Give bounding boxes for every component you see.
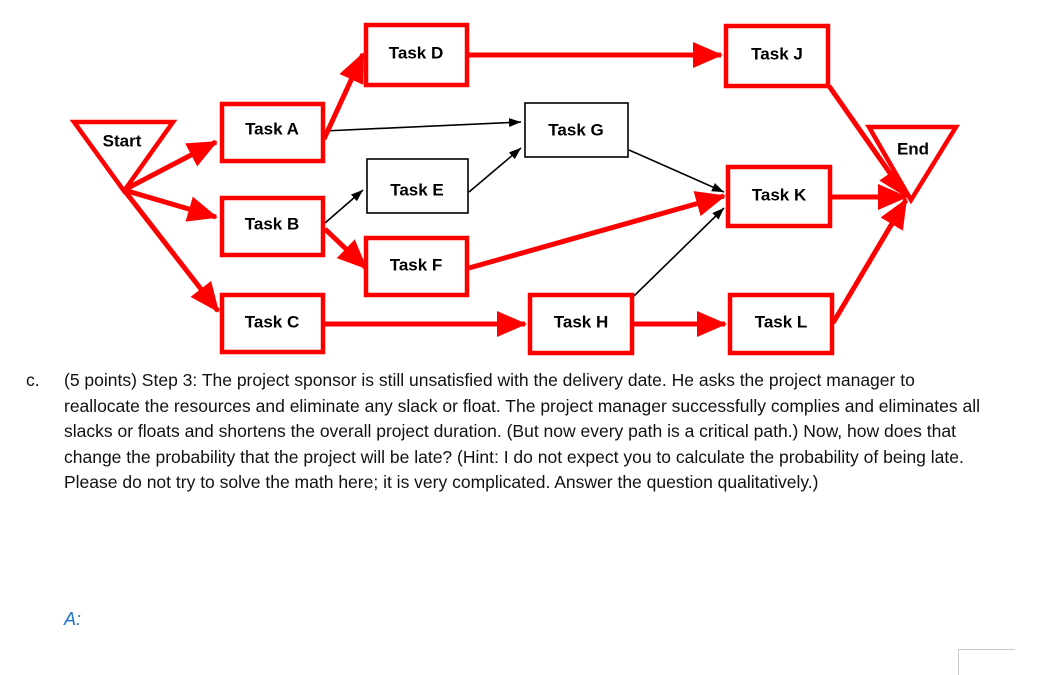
question-block: c. (5 points) Step 3: The project sponso… [22, 368, 982, 496]
node-task-e[interactable]: Task E [366, 158, 469, 214]
task-l-label: Task L [755, 312, 808, 331]
task-h-label: Task H [554, 312, 609, 331]
task-c-box [219, 292, 326, 355]
edge-A-to-D [321, 52, 366, 141]
edge-E-to-G [468, 147, 522, 193]
node-task-d[interactable]: Task D [363, 22, 470, 88]
network-diagram-svg: Start End Task A Task B Task C Task D Ta… [69, 22, 961, 356]
start-triangle-shape [69, 119, 178, 195]
task-j-label: Task J [751, 44, 803, 63]
question-marker: c. [26, 370, 40, 390]
task-e-box [366, 158, 469, 214]
node-task-c[interactable]: Task C [219, 292, 326, 355]
edge-start-to-B [123, 187, 218, 222]
task-d-label: Task D [389, 43, 444, 62]
node-end[interactable]: End [865, 124, 961, 205]
task-h-box [527, 292, 635, 356]
edge-start-to-C [122, 188, 220, 313]
node-task-f[interactable]: Task F [363, 235, 470, 298]
edge-start-to-A [122, 139, 218, 193]
task-f-box [363, 235, 470, 298]
task-b-box [219, 195, 326, 258]
network-diagram: Start End Task A Task B Task C Task D Ta… [69, 22, 961, 356]
node-task-l[interactable]: Task L [727, 292, 835, 356]
node-task-b[interactable]: Task B [219, 195, 326, 258]
edge-G-to-K [628, 149, 725, 193]
node-task-j[interactable]: Task J [723, 23, 831, 89]
node-start[interactable]: Start [69, 119, 178, 195]
node-task-h[interactable]: Task H [527, 292, 635, 356]
answer-label: A: [64, 609, 82, 629]
edges-critical [122, 42, 909, 337]
task-c-label: Task C [245, 312, 300, 331]
task-k-label: Task K [752, 185, 807, 204]
edges-noncritical [323, 118, 725, 297]
task-e-label: Task E [390, 180, 444, 199]
node-task-k[interactable]: Task K [725, 164, 833, 229]
end-triangle-shape [865, 124, 961, 205]
task-b-label: Task B [245, 214, 300, 233]
task-k-box [725, 164, 833, 229]
task-g-label: Task G [548, 120, 603, 139]
edge-J-to-end [826, 84, 909, 198]
task-a-box [219, 101, 326, 164]
end-label: End [897, 139, 929, 158]
edge-B-to-E [324, 189, 364, 224]
edge-F-to-K [468, 191, 726, 271]
edge-H-to-K [633, 207, 725, 297]
node-task-a[interactable]: Task A [219, 101, 326, 164]
task-l-box [727, 292, 835, 356]
task-f-label: Task F [390, 255, 443, 274]
task-d-box [363, 22, 470, 88]
question-text: (5 points) Step 3: The project sponsor i… [64, 370, 980, 492]
task-g-box [524, 102, 629, 158]
task-a-label: Task A [245, 119, 299, 138]
edge-A-to-G [323, 118, 522, 132]
start-label: Start [103, 131, 142, 150]
table-corner-mark [958, 649, 1015, 675]
edge-L-to-end [830, 198, 909, 325]
task-j-box [723, 23, 831, 89]
node-task-g[interactable]: Task G [524, 102, 629, 158]
edge-B-to-F [323, 227, 368, 270]
